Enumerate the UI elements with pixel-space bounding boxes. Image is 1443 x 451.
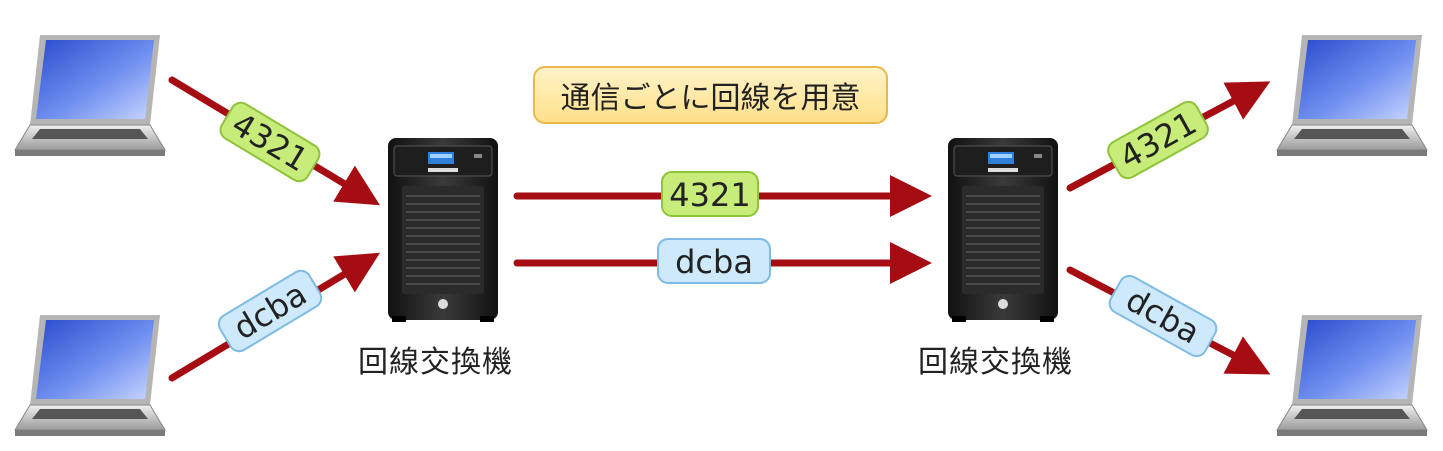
svg-text:dcba: dcba [675,243,753,281]
laptop-icon [1276,34,1428,157]
packet-label-dcba: dcba [1108,274,1218,358]
laptop-icon [1276,314,1428,437]
packet-label-dcba: dcba [217,269,323,353]
circuit-per-communication-note: 通信ごとに回線を用意 [533,66,888,124]
svg-text:4321: 4321 [1113,104,1203,177]
server-icon [387,137,499,323]
laptop-icon [14,34,166,157]
packet-label-4321: 4321 [661,171,759,217]
packet-label-4321: 4321 [1107,100,1209,180]
svg-text:4321: 4321 [225,105,314,180]
packet-label-dcba: dcba [657,238,771,284]
svg-text:dcba: dcba [1120,281,1206,352]
laptop-icon [14,314,166,437]
server-icon [947,137,1059,323]
svg-text:4321: 4321 [669,176,750,214]
packet-label-4321: 4321 [219,101,321,183]
switch-label-left: 回線交換機 [358,345,513,380]
switch-label-right: 回線交換機 [918,345,1073,380]
